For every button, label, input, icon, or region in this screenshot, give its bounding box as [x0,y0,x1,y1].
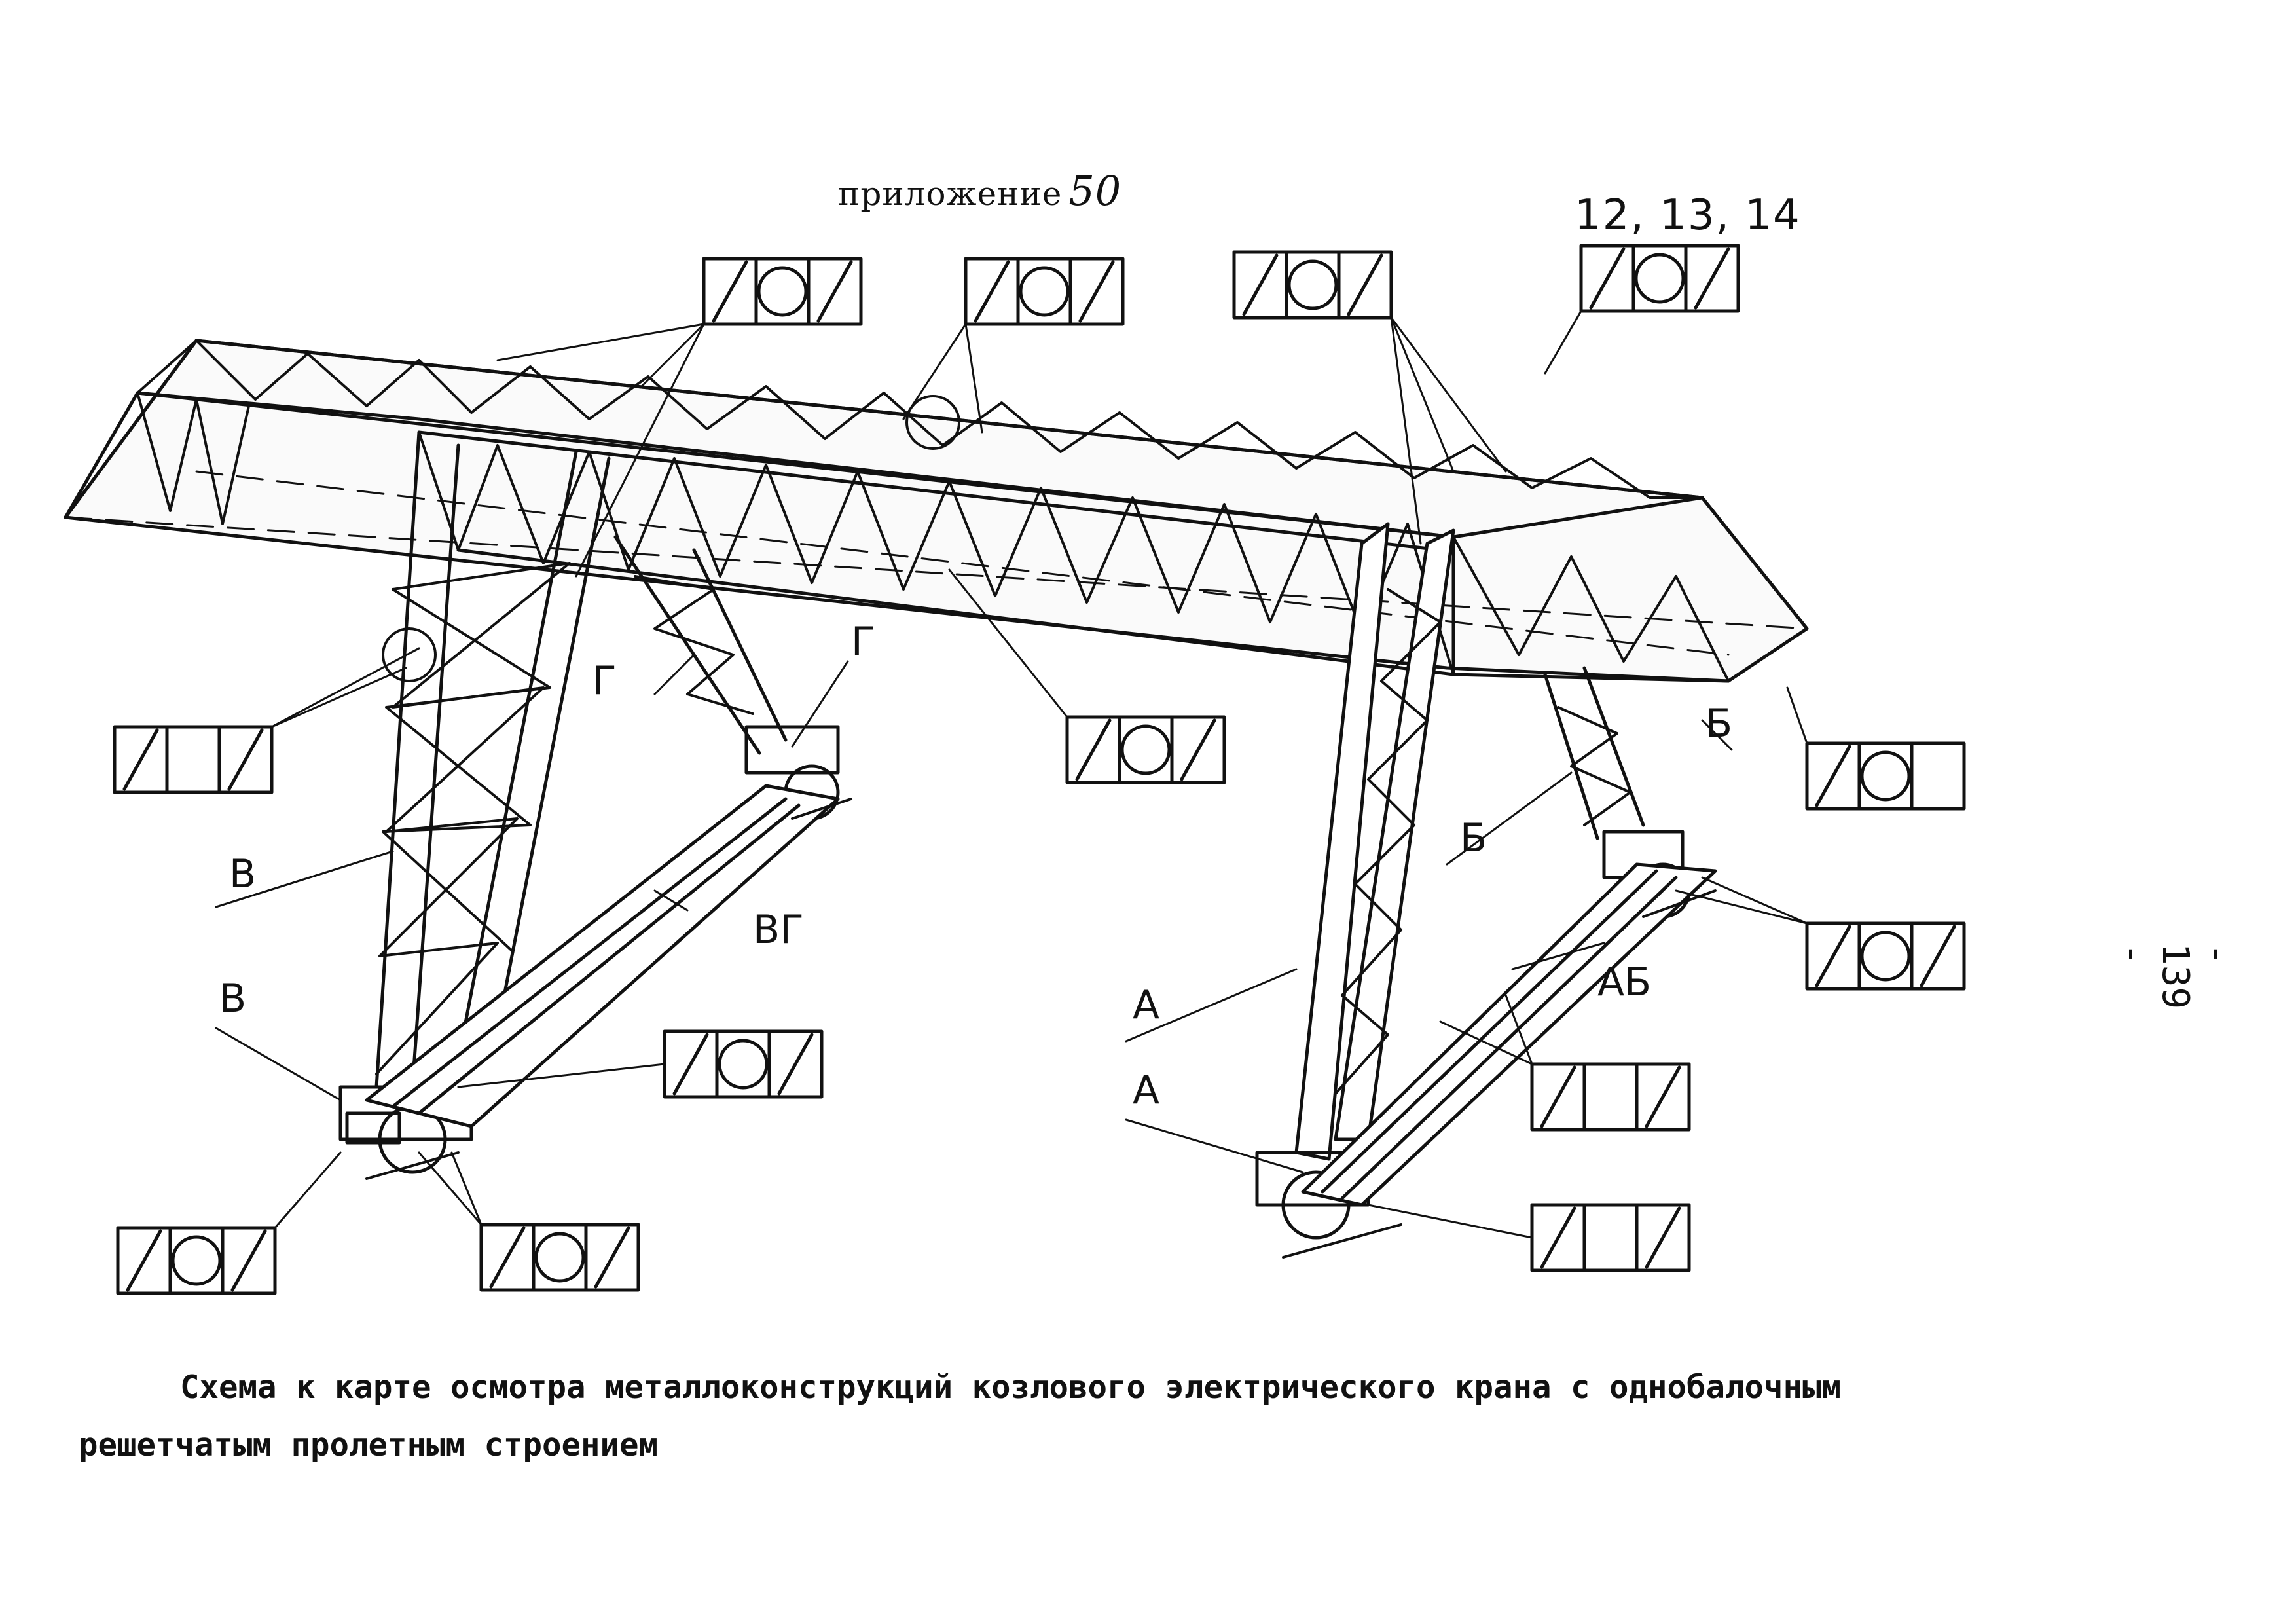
symbol-box-bottom-1 [116,1226,277,1295]
caption-line-2: решетчатым пролетным строением [79,1426,659,1464]
label-b-leg: Б [1460,815,1487,861]
label-g-leg: Г [592,658,617,704]
caption-line-1: Схема к карте осмотра металлоконструкций… [180,1369,1842,1406]
reference-numbers: 12, 13, 14 [1575,191,1801,240]
label-b-base: Б [1705,701,1733,747]
main-girder-truss [64,339,1809,683]
symbol-box-top-3 [1232,250,1393,320]
leader-lines [215,310,1808,1239]
rails [365,798,1717,1259]
symbol-box-mid-left [663,1029,824,1099]
symbol-box-top-1 [702,257,863,326]
symbol-box-mid-right [1530,1062,1691,1132]
label-v-leg: В [229,851,257,897]
appendix-number: 50 [1068,167,1122,215]
label-vg-sill: ВГ [753,907,804,953]
right-sill-ab [1301,862,1717,1207]
symbol-box-top-4 [1579,244,1740,313]
left-sill-vg [365,784,840,1128]
symbol-box-left [113,725,274,794]
symbol-box-right-mid [1805,921,1966,991]
symbol-box-bottom-2 [479,1223,640,1292]
appendix-text: приложение [838,175,1063,213]
left-leg-g [613,535,840,821]
figure-caption: Схема к карте осмотра металлоконструкций… [79,1359,2174,1474]
symbol-box-bottom-3 [1530,1203,1691,1272]
symbol-box-top-2 [964,257,1125,326]
label-a-base: А [1133,1067,1160,1113]
symbol-box-right-top [1805,741,1966,811]
label-a-leg: А [1133,982,1160,1028]
label-g-base: Г [851,619,875,665]
detail-circles [382,395,960,682]
symbol-box-center [1065,715,1226,784]
label-v-base: В [219,976,247,1022]
label-ab-sill: АБ [1597,959,1652,1005]
right-leg-a [1255,522,1455,1240]
inspection-symbols [113,244,1966,1295]
